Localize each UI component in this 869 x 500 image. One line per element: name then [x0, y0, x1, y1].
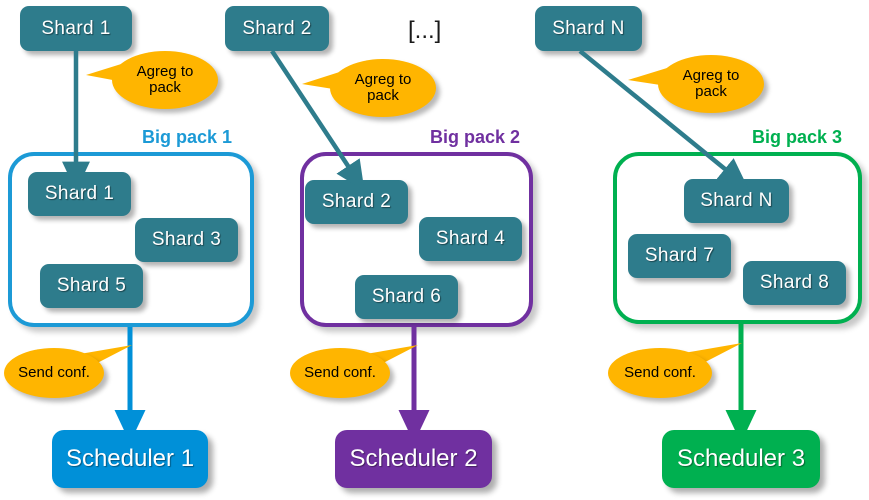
- pack-3-shard-n[interactable]: Shard N: [684, 179, 789, 223]
- pack-3-shard-n-label: Shard N: [700, 190, 773, 211]
- send-callout-3-label: Send conf.: [624, 364, 696, 382]
- pack-1-shard-1[interactable]: Shard 1: [28, 172, 131, 216]
- pack-3-shard-7-label: Shard 7: [644, 245, 715, 266]
- pack-2-shard-4-label: Shard 4: [435, 228, 506, 249]
- scheduler-3[interactable]: Scheduler 3: [662, 430, 820, 488]
- scheduler-3-label: Scheduler 3: [676, 445, 806, 472]
- agreg-callout-2-line2: pack: [367, 87, 399, 104]
- agreg-callout-3-line2: pack: [695, 83, 727, 100]
- scheduler-2-label: Scheduler 2: [349, 445, 478, 472]
- top-shard-n[interactable]: Shard N: [535, 6, 642, 51]
- pack-3-shard-8[interactable]: Shard 8: [743, 261, 846, 305]
- pack-3-label: Big pack 3: [752, 127, 843, 147]
- send-callout-1: Send conf.: [4, 348, 104, 398]
- pack-1-shard-5-label: Shard 5: [56, 275, 127, 296]
- pack-2-label: Big pack 2: [430, 127, 521, 147]
- scheduler-1[interactable]: Scheduler 1: [52, 430, 208, 488]
- pack-1-shard-1-label: Shard 1: [44, 183, 115, 204]
- agreg-callout-2: Agreg to pack: [330, 59, 436, 117]
- send-callout-2-label: Send conf.: [304, 364, 376, 382]
- pack-1-shard-3-label: Shard 3: [151, 229, 222, 250]
- agreg-callout-3: Agreg to pack: [658, 55, 764, 113]
- pack-3-shard-7[interactable]: Shard 7: [628, 234, 731, 278]
- top-shard-1-label: Shard 1: [41, 17, 111, 39]
- pack-1-shard-5[interactable]: Shard 5: [40, 264, 143, 308]
- top-shard-2-label: Shard 2: [242, 17, 312, 39]
- pack-2-shard-2[interactable]: Shard 2: [305, 180, 408, 224]
- send-callout-2: Send conf.: [290, 348, 390, 398]
- top-shard-n-label: Shard N: [552, 17, 625, 39]
- scheduler-1-label: Scheduler 1: [65, 445, 195, 472]
- agreg-callout-1-line2: pack: [149, 79, 181, 96]
- pack-1-label: Big pack 1: [142, 127, 233, 147]
- pack-2-shard-4[interactable]: Shard 4: [419, 217, 522, 261]
- ellipsis-marker: [...]: [408, 17, 442, 44]
- agreg-callout-3-line1: Agreg to: [682, 67, 740, 85]
- pack-2-shard-2-label: Shard 2: [321, 191, 392, 212]
- agreg-callout-2-line1: Agreg to: [354, 71, 412, 89]
- pack-2-shard-6-label: Shard 6: [371, 286, 442, 307]
- scheduler-2[interactable]: Scheduler 2: [335, 430, 492, 488]
- agreg-callout-1: Agreg to pack: [112, 51, 218, 109]
- pack-2-shard-6[interactable]: Shard 6: [355, 275, 458, 319]
- top-shard-1[interactable]: Shard 1: [20, 6, 132, 51]
- send-callout-3: Send conf.: [608, 348, 712, 398]
- pack-3-shard-8-label: Shard 8: [759, 272, 830, 293]
- agreg-callout-1-line1: Agreg to: [136, 63, 194, 81]
- pack-1-shard-3[interactable]: Shard 3: [135, 218, 238, 262]
- top-shard-2[interactable]: Shard 2: [225, 6, 329, 51]
- send-callout-1-label: Send conf.: [18, 364, 90, 382]
